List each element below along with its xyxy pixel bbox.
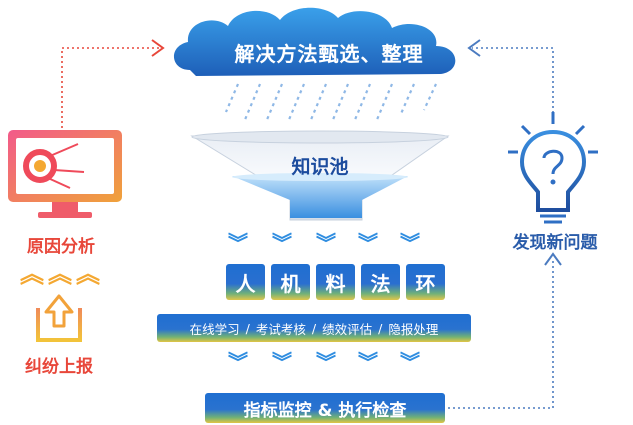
right-flow-arrowhead-up xyxy=(544,252,562,266)
chevron-down-icon: ︾ xyxy=(272,350,292,374)
activity-separator: / xyxy=(245,320,250,336)
activity-separator: / xyxy=(311,320,317,336)
activity-item: 绩效评估 xyxy=(322,321,373,337)
category-box: 环 xyxy=(406,264,445,300)
upload-icon xyxy=(36,294,82,342)
activity-item: 在线学习 xyxy=(189,321,240,337)
category-box: 机 xyxy=(271,264,310,300)
left-flow-arrowhead xyxy=(151,39,165,57)
chevron-down-icon: ︾ xyxy=(400,350,420,374)
activity-item: 考试考核 xyxy=(255,321,306,337)
chevron-down-icon: ︾ xyxy=(316,231,336,255)
category-row: 人 机 料 法 环 xyxy=(226,264,445,302)
chevron-down-icon: ︾ xyxy=(272,231,292,255)
activity-item: 隐报处理 xyxy=(388,321,439,337)
right-label: 发现新问题 xyxy=(512,233,598,253)
right-flow-arrow xyxy=(448,47,554,409)
left-flow-arrow xyxy=(61,47,160,128)
rain-lines xyxy=(224,83,437,123)
monitoring-bar: 指标监控 & 执行检查 xyxy=(205,393,445,423)
chevron-up-icon: ︽ xyxy=(48,260,72,288)
monitor-label: 原因分析 xyxy=(27,237,95,257)
chevron-down-icon: ︾ xyxy=(358,231,378,255)
chevron-down-icon: ︾ xyxy=(228,350,248,374)
activity-separator: / xyxy=(378,320,383,336)
monitor-analysis-icon xyxy=(8,130,122,218)
category-box: 人 xyxy=(226,264,265,300)
category-box: 法 xyxy=(361,264,400,300)
chevron-down-icon: ︾ xyxy=(316,350,336,374)
category-box: 料 xyxy=(316,264,355,300)
chevron-down-icon: ︾ xyxy=(228,231,248,255)
upload-label: 纠纷上报 xyxy=(25,357,93,377)
cloud-label: 解决方法甄选、整理 xyxy=(234,42,424,66)
activities-bar: 在线学习 / 考试考核 / 绩效评估 / 隐报处理 xyxy=(157,314,471,342)
cloud-icon xyxy=(173,7,456,77)
chevron-up-icon: ︽ xyxy=(76,260,100,288)
funnel-icon xyxy=(190,130,450,221)
funnel-label: 知识池 xyxy=(291,156,349,178)
chevron-down-icon: ︾ xyxy=(358,350,378,374)
right-flow-arrowhead-left xyxy=(467,39,481,57)
chevron-up-icon: ︽ xyxy=(20,260,44,288)
chevron-down-icon: ︾ xyxy=(400,231,420,255)
lightbulb-question-icon xyxy=(508,112,598,224)
